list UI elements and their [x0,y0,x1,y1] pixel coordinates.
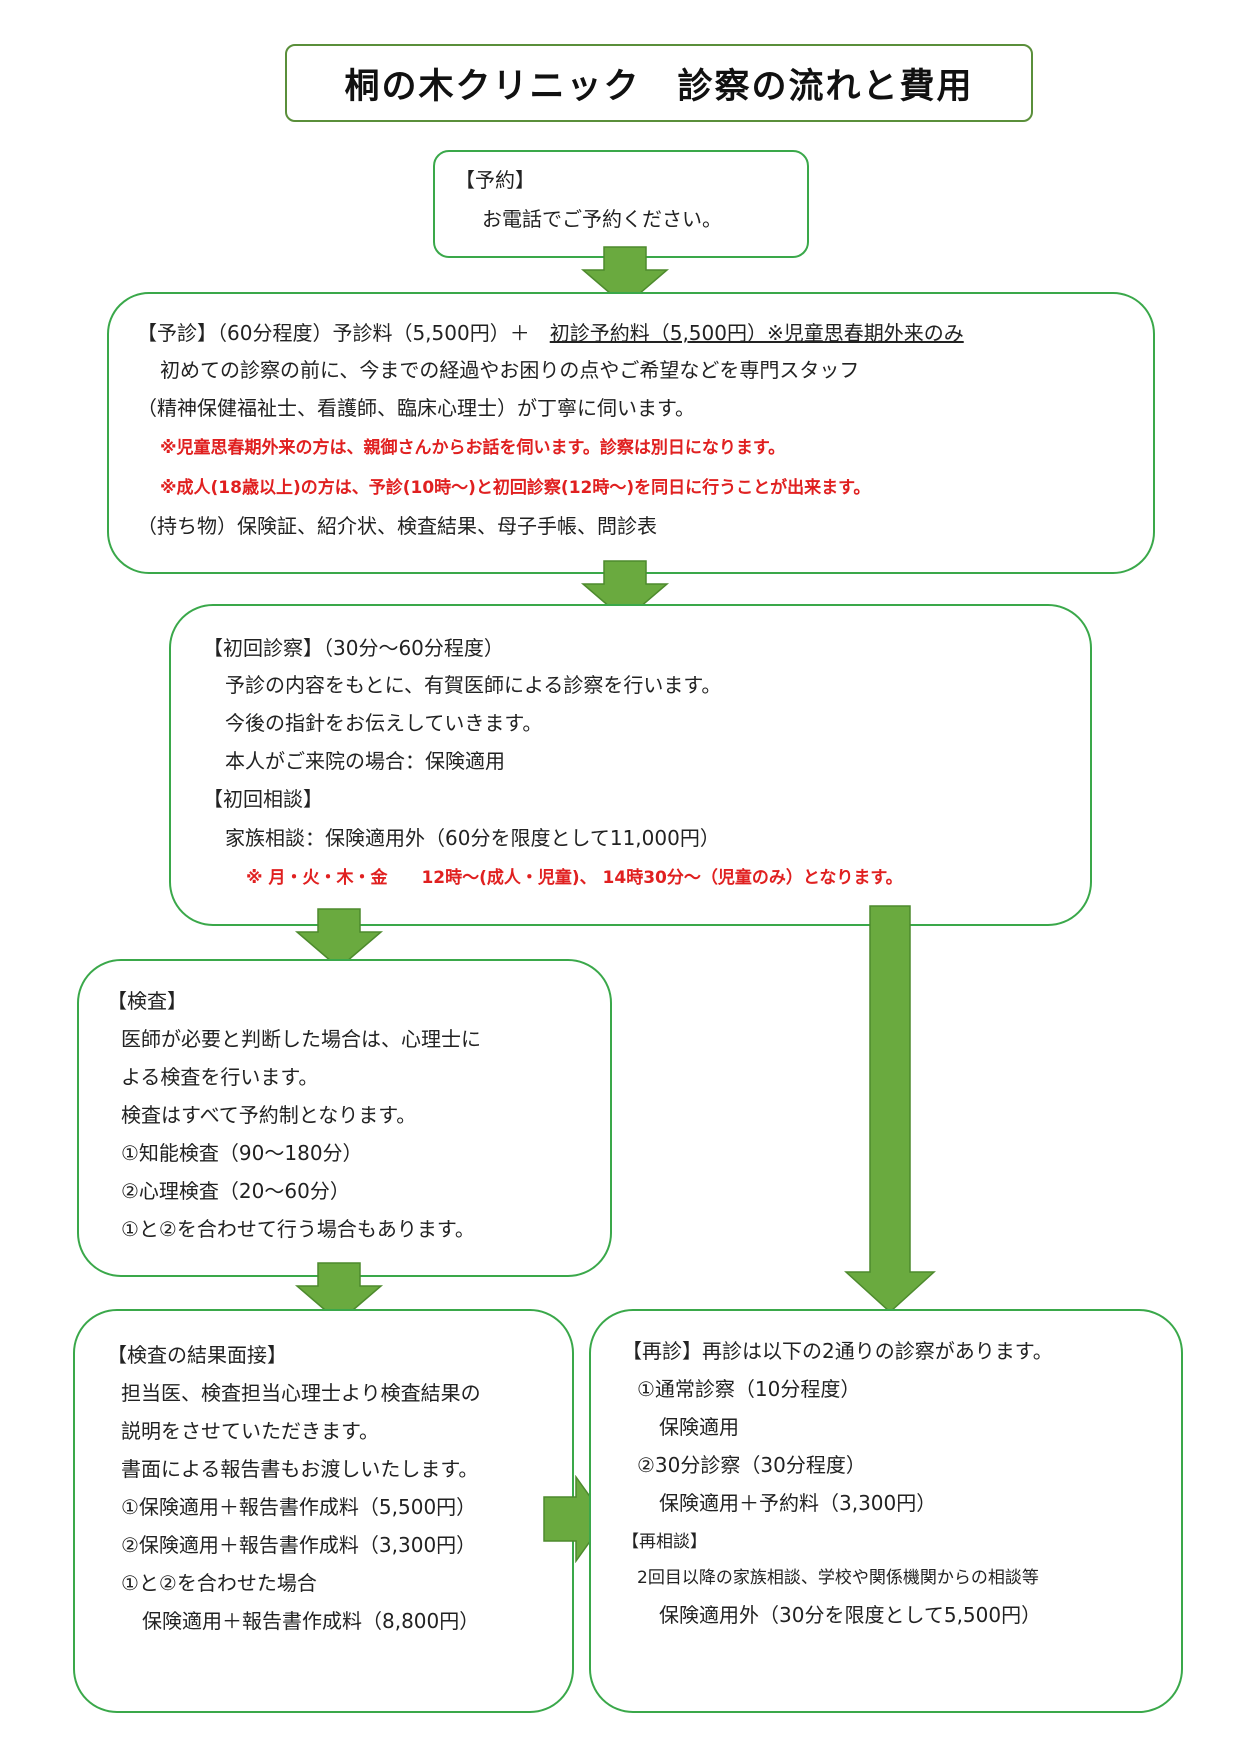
reservation-text: お電話でご予約ください。 [482,207,722,231]
first-consultation-line-3: 本人がご来院の場合：保険適用 [225,749,505,773]
examination-line-1: 医師が必要と判断した場合は、心理士に [121,1027,481,1051]
preliminary-heading: 【予診】（60分程度）予診料（5,500円）＋ 初診予約料（5,500円）※児童… [137,321,964,345]
preliminary-heading-main: 【予診】（60分程度）予診料（5,500円）＋ [137,321,530,345]
first-visit-fee-note: 初診予約料（5,500円）※児童思春期外来のみ [549,321,964,345]
re-consultation-line-1: 2回目以降の家族相談、学校や関係機関からの相談等 [637,1568,1039,1588]
return-visit-heading: 【再診】再診は以下の2通りの診察があります。 [622,1339,1053,1363]
preliminary-line-1: 初めての診察の前に、今までの経過やお困りの点やご希望などを専門スタッフ [160,358,860,382]
result-interview-line-2: 説明をさせていただきます。 [121,1419,379,1443]
first-counseling-heading: 【初回相談】 [203,787,323,811]
first-consultation-line-1: 予診の内容をもとに、有賀医師による診察を行います。 [225,673,722,697]
belongings-line: （持ち物）保険証、紹介状、検査結果、母子手帳、問診表 [137,514,657,538]
down-arrow-icon [580,246,670,307]
first-consultation-box [169,604,1092,926]
schedule-note: ※ 月・火・木・金 12時～(成人・児童)、 14時30分～（児童のみ）となりま… [246,868,903,888]
re-consultation-heading: 【再相談】 [622,1532,707,1552]
preliminary-line-2: （精神保健福祉士、看護師、臨床心理士）が丁寧に伺います。 [137,396,695,420]
re-consultation-line-2: 保険適用外（30分を限度として5,500円） [659,1603,1042,1627]
return-visit-line-4: 保険適用＋予約料（3,300円） [659,1491,937,1515]
page-title: 桐の木クリニック 診察の流れと費用 [344,66,974,107]
result-interview-line-5: ②保険適用＋報告書作成料（3,300円） [121,1533,477,1557]
result-interview-line-1: 担当医、検査担当心理士より検査結果の [121,1381,481,1405]
return-visit-line-3: ②30分診察（30分程度） [637,1453,866,1477]
examination-heading: 【検査】 [107,989,187,1013]
reservation-heading: 【予約】 [455,168,535,192]
result-interview-line-6: ①と②を合わせた場合 [121,1571,317,1595]
down-arrow-icon [294,1262,384,1323]
long-down-arrow-icon [844,905,936,1314]
return-visit-line-1: ①通常診察（10分程度） [637,1377,861,1401]
examination-line-2: よる検査を行います。 [121,1065,319,1089]
down-arrow-icon [294,908,384,969]
child-outpatient-note: ※児童思春期外来の方は、親御さんからお話を伺います。診察は別日になります。 [160,438,786,458]
examination-box [77,959,612,1277]
result-interview-line-4: ①保険適用＋報告書作成料（5,500円） [121,1495,477,1519]
first-counseling-line: 家族相談：保険適用外（60分を限度として11,000円） [225,826,720,850]
examination-line-4: ①知能検査（90～180分） [121,1141,363,1165]
adult-same-day-note: ※成人(18歳以上)の方は、予診(10時～)と初回診察(12時～)を同日に行うこ… [160,478,871,498]
reservation-box [433,150,809,258]
first-consultation-line-2: 今後の指針をお伝えしていきます。 [225,711,543,735]
return-visit-box [589,1309,1183,1713]
title-box: 桐の木クリニック 診察の流れと費用 [285,44,1033,122]
result-interview-line-7: 保険適用＋報告書作成料（8,800円） [142,1609,480,1633]
examination-line-3: 検査はすべて予約制となります。 [121,1103,417,1127]
result-interview-heading: 【検査の結果面接】 [107,1343,287,1367]
examination-line-5: ②心理検査（20～60分） [121,1179,350,1203]
return-visit-line-2: 保険適用 [659,1415,739,1439]
preliminary-interview-box [107,292,1155,574]
examination-line-6: ①と②を合わせて行う場合もあります。 [121,1217,475,1241]
result-interview-line-3: 書面による報告書もお渡しいたします。 [121,1457,479,1481]
down-arrow-icon [580,560,670,621]
first-consultation-heading: 【初回診察】（30分～60分程度） [203,636,504,660]
